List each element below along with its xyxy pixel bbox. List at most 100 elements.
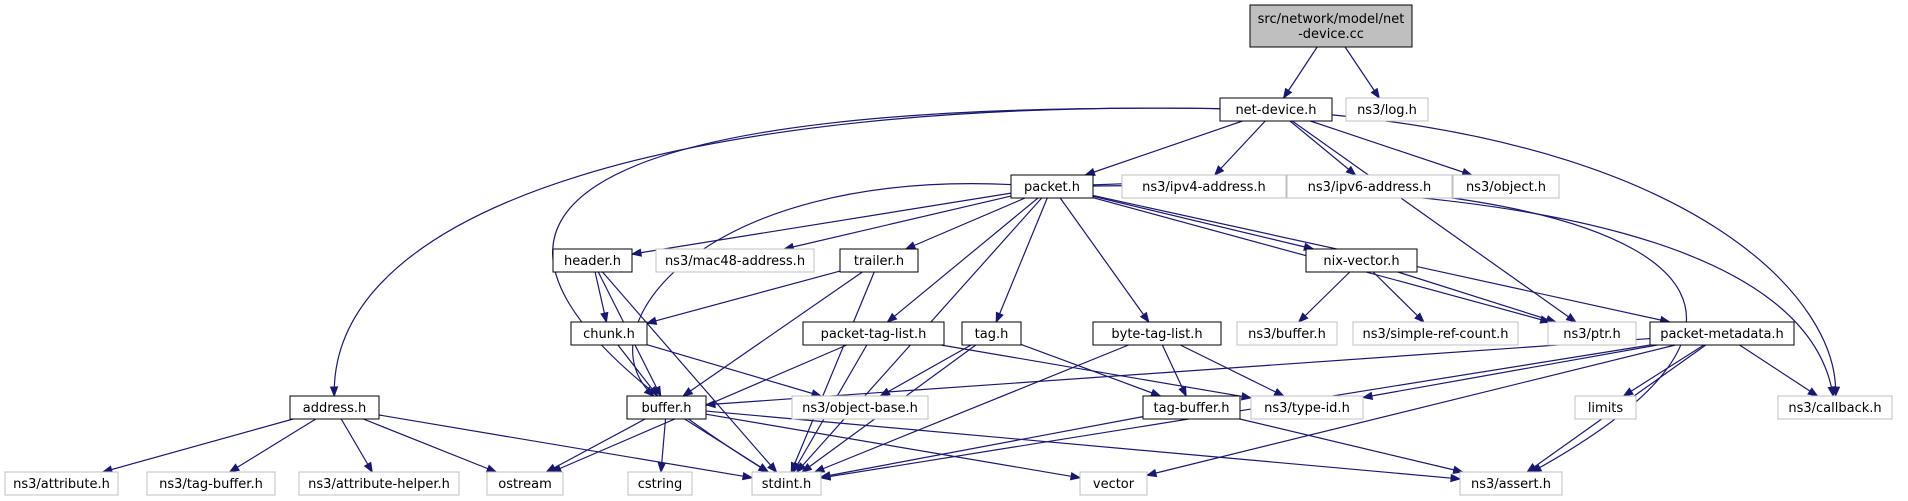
node-label-chunk: chunk.h xyxy=(583,327,635,342)
edge-nixvector-to-ptr xyxy=(1397,271,1556,323)
node-box-ns3buffer xyxy=(1236,321,1338,346)
node-label-packetmetadata: packet-metadata.h xyxy=(1660,327,1784,342)
node-ostream: ostream xyxy=(486,471,564,496)
edge-bytetaglist-to-typeid xyxy=(1180,344,1284,397)
node-net_device[interactable]: net-device.h xyxy=(1219,97,1333,122)
node-attributehelper: ns3/attribute-helper.h xyxy=(298,471,460,496)
edge-header-to-chunk xyxy=(594,271,607,323)
node-box-limits xyxy=(1574,395,1637,420)
node-label-log: ns3/log.h xyxy=(1357,103,1417,118)
node-label-ns3tagbuffer: ns3/tag-buffer.h xyxy=(159,477,263,492)
node-box-trailer xyxy=(839,248,919,273)
node-chunk[interactable]: chunk.h xyxy=(570,321,648,346)
node-label-tagbuffer: tag-buffer.h xyxy=(1154,401,1230,416)
edge-packetmetadata-to-callback xyxy=(1739,344,1818,397)
node-box-objectbase xyxy=(791,395,929,420)
node-packetmetadata[interactable]: packet-metadata.h xyxy=(1649,321,1795,346)
node-box-net_device xyxy=(1219,97,1333,122)
node-box-attribute xyxy=(4,471,119,496)
node-box-log xyxy=(1345,97,1429,122)
edge-packet-to-buffer xyxy=(632,183,1012,397)
node-tagbuffer[interactable]: tag-buffer.h xyxy=(1142,395,1241,420)
node-box-ipv4 xyxy=(1121,174,1287,199)
node-label-cstring: cstring xyxy=(638,477,682,492)
node-mac48: ns3/mac48-address.h xyxy=(655,248,815,273)
node-root[interactable]: src/network/model/net-device.cc xyxy=(1249,4,1413,48)
node-box-packet xyxy=(1010,174,1094,199)
node-box-header xyxy=(552,248,633,273)
node-label-ns3buffer: ns3/buffer.h xyxy=(1248,327,1326,342)
edge-packettaglist-to-typeid xyxy=(940,344,1252,399)
edge-net_device-to-ipv6 xyxy=(1289,120,1356,176)
node-tag[interactable]: tag.h xyxy=(961,321,1022,346)
edge-packet-to-trailer xyxy=(905,197,1026,250)
node-packettaglist[interactable]: packet-tag-list.h xyxy=(802,321,945,346)
node-bytetaglist[interactable]: byte-tag-list.h xyxy=(1092,321,1222,346)
node-label-packettaglist: packet-tag-list.h xyxy=(821,327,927,342)
node-label-tag: tag.h xyxy=(975,327,1009,342)
node-box-ostream xyxy=(486,471,564,496)
edge-trailer-to-chunk xyxy=(646,270,841,324)
node-attribute: ns3/attribute.h xyxy=(4,471,119,496)
edge-net_device-to-ptr xyxy=(1291,120,1577,323)
node-label-header: header.h xyxy=(564,254,621,269)
edge-packet-to-bytetaglist xyxy=(1059,197,1150,323)
node-label-attribute: ns3/attribute.h xyxy=(13,477,110,492)
node-box-address xyxy=(289,395,380,420)
edge-chunk-to-buffer xyxy=(617,344,659,397)
node-buffer[interactable]: buffer.h xyxy=(626,395,707,420)
node-label-object: ns3/object.h xyxy=(1466,180,1546,195)
node-label-net_device: net-device.h xyxy=(1235,103,1316,118)
edge-root-to-log xyxy=(1344,46,1380,99)
node-objectbase: ns3/object-base.h xyxy=(791,395,929,420)
node-label-ipv6: ns3/ipv6-address.h xyxy=(1308,180,1432,195)
node-address[interactable]: address.h xyxy=(289,395,380,420)
node-label-root: -device.cc xyxy=(1298,27,1364,42)
edge-tagbuffer-to-assert xyxy=(1239,418,1463,473)
node-packet[interactable]: packet.h xyxy=(1010,174,1094,199)
node-box-simplerefcount xyxy=(1352,321,1519,346)
edge-tag-to-objectbase xyxy=(880,344,972,397)
edge-net_device-to-stdint xyxy=(552,107,1221,473)
node-box-ipv6 xyxy=(1286,174,1453,199)
edge-packet-to-tag xyxy=(995,197,1048,323)
edge-packet-to-callback xyxy=(1092,185,1834,397)
edge-buffer-to-cstring xyxy=(660,418,667,473)
node-header[interactable]: header.h xyxy=(552,248,633,273)
edge-address-to-ns3tagbuffer xyxy=(229,418,317,473)
node-limits: limits xyxy=(1574,395,1637,420)
node-callback: ns3/callback.h xyxy=(1777,395,1893,420)
node-box-typeid xyxy=(1250,395,1364,420)
node-label-callback: ns3/callback.h xyxy=(1788,401,1881,416)
node-box-ptr xyxy=(1547,321,1637,346)
node-box-cstring xyxy=(627,471,693,496)
node-trailer[interactable]: trailer.h xyxy=(839,248,919,273)
node-box-bytetaglist xyxy=(1092,321,1222,346)
node-box-root xyxy=(1249,4,1413,48)
node-cstring: cstring xyxy=(627,471,693,496)
node-label-bytetaglist: byte-tag-list.h xyxy=(1111,327,1202,342)
edge-address-to-attributehelper xyxy=(340,418,373,473)
node-label-objectbase: ns3/object-base.h xyxy=(802,401,918,416)
node-label-attributehelper: ns3/attribute-helper.h xyxy=(308,477,450,492)
node-ptr: ns3/ptr.h xyxy=(1547,321,1637,346)
edge-net_device-to-ipv4 xyxy=(1214,120,1266,176)
edge-bytetaglist-to-tagbuffer xyxy=(1161,344,1187,397)
edge-net_device-to-callback xyxy=(1331,114,1837,397)
node-box-nixvector xyxy=(1305,248,1418,273)
edge-bytetaglist-to-stdint xyxy=(814,344,1129,473)
edge-trailer-to-stdint xyxy=(790,271,875,473)
node-nixvector[interactable]: nix-vector.h xyxy=(1305,248,1418,273)
edge-net_device-to-object xyxy=(1310,120,1472,176)
edge-packetmetadata-to-typeid xyxy=(1362,344,1658,399)
edge-net_device-to-packet xyxy=(1085,120,1243,176)
edge-packet-to-mac48 xyxy=(784,195,1012,250)
node-box-ns3tagbuffer xyxy=(146,471,276,496)
edge-address-to-stdint xyxy=(378,414,753,479)
node-assert: ns3/assert.h xyxy=(1459,471,1563,496)
node-label-address: address.h xyxy=(303,401,366,416)
edge-net_device-to-address xyxy=(333,107,1221,397)
node-box-buffer xyxy=(626,395,707,420)
node-label-limits: limits xyxy=(1588,401,1624,416)
